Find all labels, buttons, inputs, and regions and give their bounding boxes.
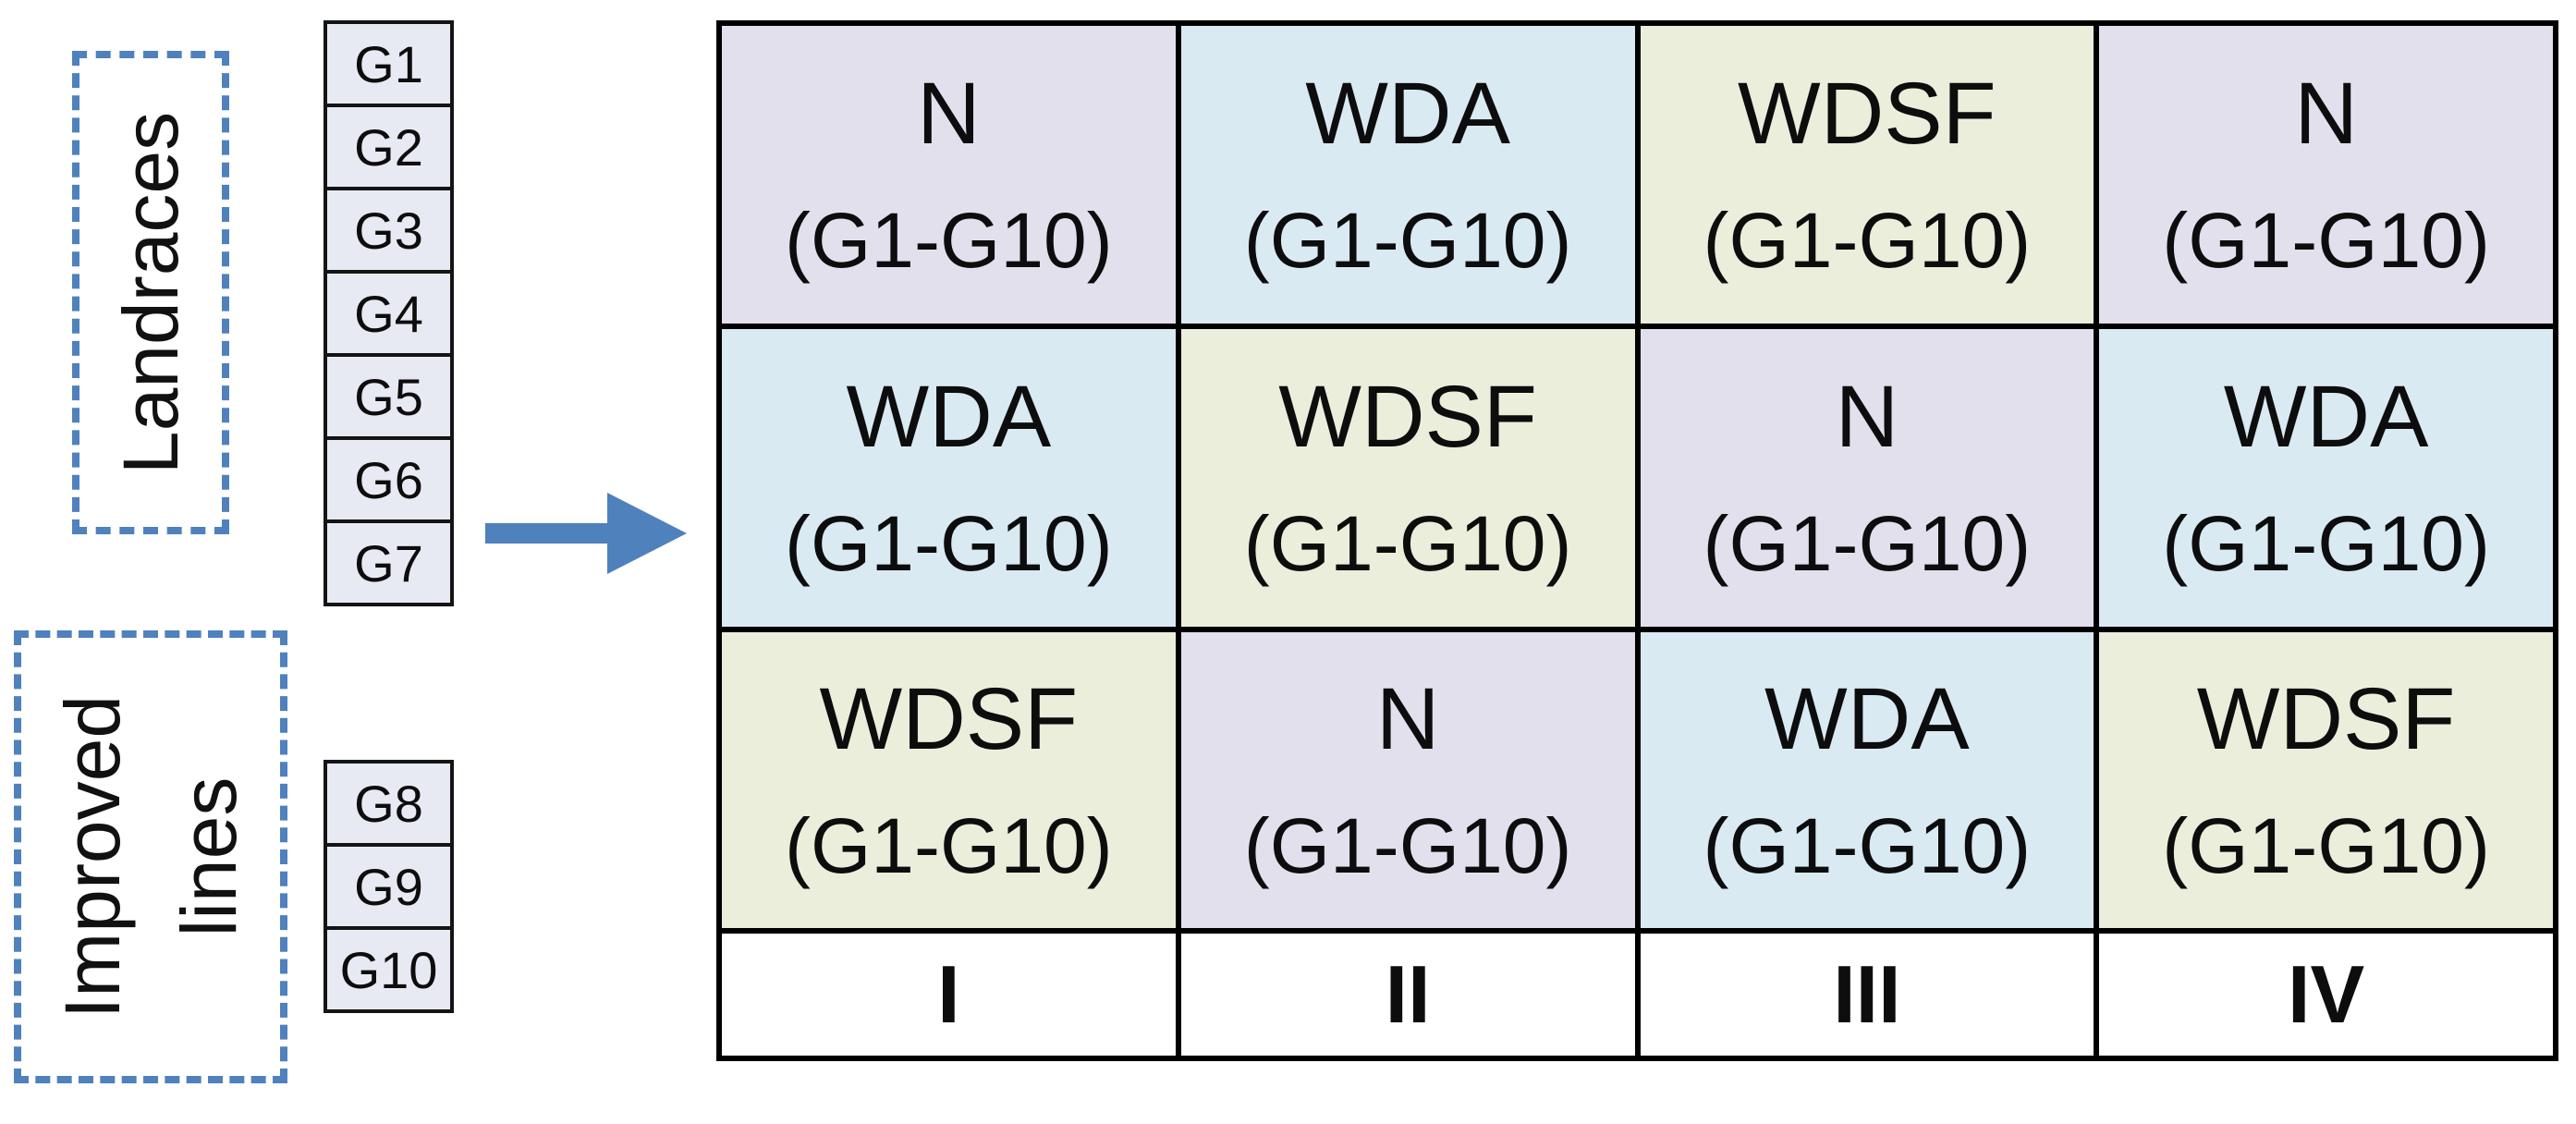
- treatment-label: N: [917, 64, 981, 163]
- treatment-grid-table: N (G1-G10) WDA (G1-G10) WDSF (G1-G10) N …: [716, 20, 2558, 1061]
- right-arrow-icon: [485, 493, 687, 574]
- genotype-box: G6: [327, 440, 450, 519]
- treatment-label: N: [2294, 64, 2358, 163]
- treatment-label: WDSF: [1278, 367, 1537, 466]
- genotype-box: G4: [327, 274, 450, 353]
- replicate-label-4: IV: [2099, 934, 2553, 1056]
- genotype-range-label: (G1-G10): [785, 197, 1113, 285]
- genotype-box: G3: [327, 190, 450, 270]
- improved-lines-group-box: Improved lines: [14, 630, 287, 1083]
- treatment-label: WDA: [1305, 64, 1510, 163]
- plot-cell-r2c2: WDSF (G1-G10): [1180, 329, 1635, 627]
- plot-cell-r2c3: N (G1-G10): [1640, 329, 2094, 627]
- genotype-range-label: (G1-G10): [1243, 802, 1572, 889]
- plot-cell-r1c1: N (G1-G10): [722, 26, 1176, 324]
- genotype-box: G8: [327, 764, 450, 843]
- improved-lines-genotype-stack: G8 G9 G10: [324, 760, 454, 1013]
- plot-cell-r1c4: N (G1-G10): [2099, 26, 2553, 324]
- plot-cell-r1c2: WDA (G1-G10): [1180, 26, 1635, 324]
- plot-cell-r2c1: WDA (G1-G10): [722, 329, 1176, 627]
- genotype-box: G7: [327, 523, 450, 603]
- landraces-group-box: Landraces: [72, 51, 229, 534]
- plot-cell-r3c3: WDA (G1-G10): [1640, 632, 2094, 928]
- treatment-label: WDSF: [819, 670, 1079, 768]
- genotype-box: G10: [327, 930, 450, 1009]
- treatment-label: N: [1375, 670, 1440, 768]
- plot-cell-r3c4: WDSF (G1-G10): [2099, 632, 2553, 928]
- plot-cell-r2c4: WDA (G1-G10): [2099, 329, 2553, 627]
- genotype-box: G5: [327, 357, 450, 436]
- plot-cell-r3c1: WDSF (G1-G10): [722, 632, 1176, 928]
- genotype-range-label: (G1-G10): [1703, 802, 2032, 889]
- landraces-genotype-stack: G1 G2 G3 G4 G5 G6 G7: [324, 20, 454, 606]
- treatment-label: N: [1835, 367, 1899, 466]
- replicate-label-2: II: [1180, 934, 1635, 1056]
- treatment-label: WDA: [2223, 367, 2429, 466]
- genotype-range-label: (G1-G10): [1703, 500, 2032, 588]
- treatment-label: WDSF: [1738, 64, 1996, 163]
- treatment-label: WDA: [1764, 670, 1970, 768]
- genotype-range-label: (G1-G10): [2162, 500, 2490, 588]
- genotype-range-label: (G1-G10): [1243, 500, 1572, 588]
- genotype-range-label: (G1-G10): [1703, 197, 2032, 285]
- genotype-range-label: (G1-G10): [785, 500, 1113, 588]
- treatment-label: WDA: [846, 367, 1052, 466]
- improved-lines-label: Improved lines: [49, 694, 252, 1020]
- genotype-box: G2: [327, 107, 450, 187]
- genotype-range-label: (G1-G10): [785, 802, 1113, 889]
- genotype-range-label: (G1-G10): [2162, 197, 2490, 285]
- replicate-label-3: III: [1640, 934, 2094, 1056]
- landraces-label: Landraces: [107, 111, 194, 474]
- genotype-range-label: (G1-G10): [1243, 197, 1572, 285]
- plot-cell-r3c2: N (G1-G10): [1180, 632, 1635, 928]
- replicate-label-1: I: [722, 934, 1176, 1056]
- genotype-box: G9: [327, 847, 450, 926]
- treatment-label: WDSF: [2196, 670, 2456, 768]
- genotype-range-label: (G1-G10): [2162, 802, 2490, 889]
- plot-cell-r1c3: WDSF (G1-G10): [1640, 26, 2094, 324]
- genotype-box: G1: [327, 24, 450, 104]
